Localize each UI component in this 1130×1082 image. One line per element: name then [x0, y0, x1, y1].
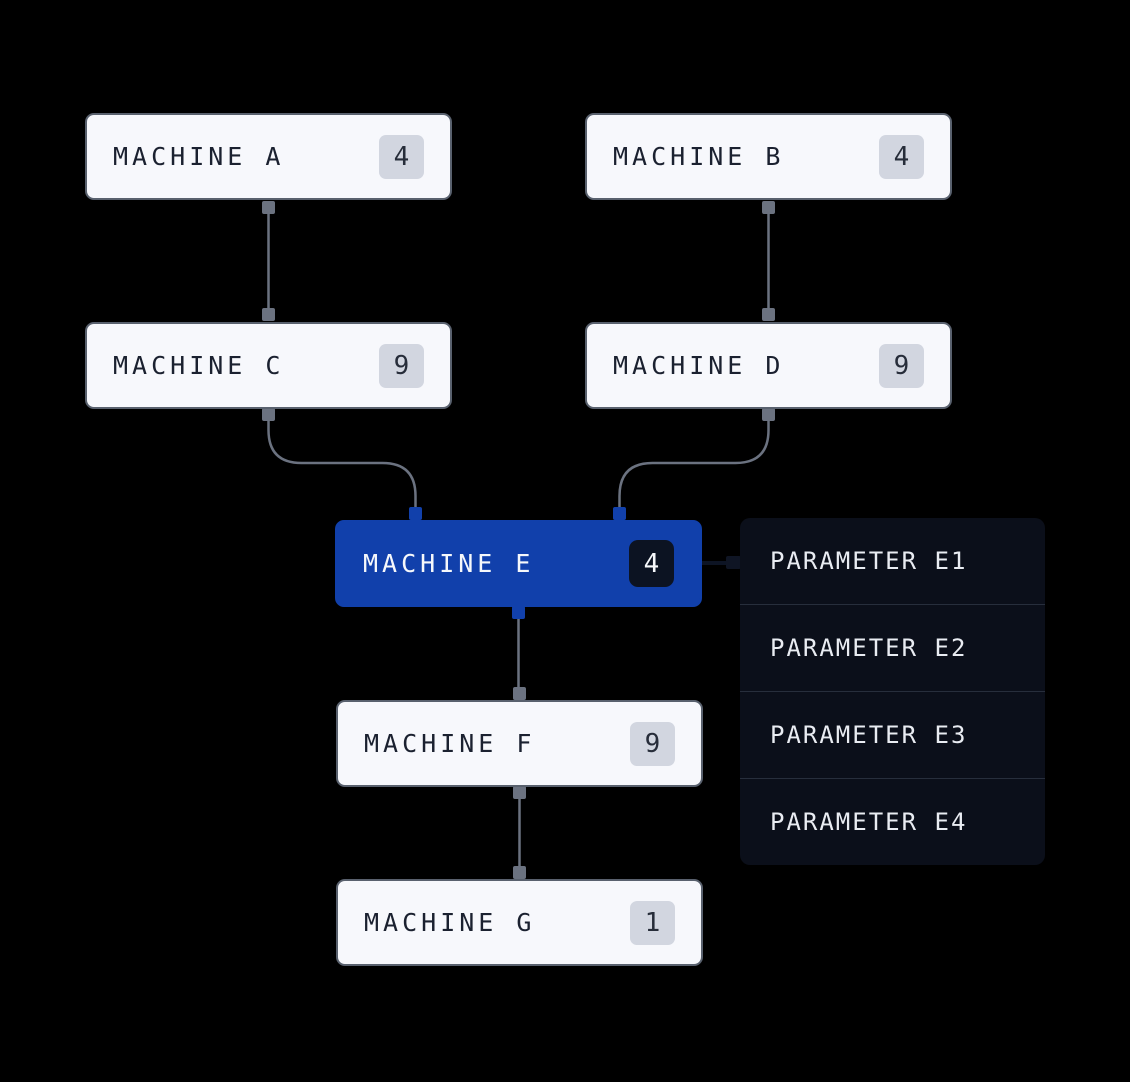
port-machine-c-in[interactable]	[262, 308, 275, 321]
port-machine-a-out[interactable]	[262, 201, 275, 214]
port-machine-e-in-right[interactable]	[613, 507, 626, 520]
parameter-label: PARAMETER E4	[770, 808, 968, 836]
node-badge: 9	[879, 343, 924, 388]
port-machine-c-out[interactable]	[262, 408, 275, 421]
parameter-row-e3[interactable]: PARAMETER E3	[740, 691, 1045, 778]
node-machine-a[interactable]: MACHINE A 4	[85, 113, 452, 200]
node-label: MACHINE G	[364, 908, 536, 937]
node-label: MACHINE D	[613, 351, 785, 380]
parameter-label: PARAMETER E2	[770, 634, 968, 662]
node-machine-c[interactable]: MACHINE C 9	[85, 322, 452, 409]
port-machine-f-in[interactable]	[513, 687, 526, 700]
edge-c-to-e	[267, 415, 417, 512]
node-machine-d[interactable]: MACHINE D 9	[585, 322, 952, 409]
node-machine-g[interactable]: MACHINE G 1	[336, 879, 703, 966]
node-label: MACHINE A	[113, 142, 285, 171]
port-machine-e-in-left[interactable]	[409, 507, 422, 520]
parameter-label: PARAMETER E1	[770, 547, 968, 575]
parameter-row-e2[interactable]: PARAMETER E2	[740, 604, 1045, 691]
node-machine-e[interactable]: MACHINE E 4	[335, 520, 702, 607]
port-machine-g-in[interactable]	[513, 866, 526, 879]
node-badge: 4	[379, 134, 424, 179]
node-machine-b[interactable]: MACHINE B 4	[585, 113, 952, 200]
parameter-label: PARAMETER E3	[770, 721, 968, 749]
edge-d-to-e	[618, 415, 770, 512]
node-label: MACHINE F	[364, 729, 536, 758]
node-badge: 1	[630, 900, 675, 945]
node-badge: 4	[629, 540, 674, 587]
port-machine-e-out[interactable]	[512, 606, 525, 619]
node-machine-f[interactable]: MACHINE F 9	[336, 700, 703, 787]
node-label: MACHINE B	[613, 142, 785, 171]
node-badge: 4	[879, 134, 924, 179]
node-label: MACHINE C	[113, 351, 285, 380]
node-label: MACHINE E	[363, 549, 535, 578]
port-machine-f-out[interactable]	[513, 786, 526, 799]
port-machine-b-out[interactable]	[762, 201, 775, 214]
node-badge: 9	[379, 343, 424, 388]
port-machine-d-in[interactable]	[762, 308, 775, 321]
port-machine-d-out[interactable]	[762, 408, 775, 421]
node-badge: 9	[630, 721, 675, 766]
parameter-panel: PARAMETER E1 PARAMETER E2 PARAMETER E3 P…	[740, 518, 1045, 865]
parameter-row-e4[interactable]: PARAMETER E4	[740, 778, 1045, 865]
panel-port	[726, 556, 741, 569]
parameter-row-e1[interactable]: PARAMETER E1	[740, 518, 1045, 604]
